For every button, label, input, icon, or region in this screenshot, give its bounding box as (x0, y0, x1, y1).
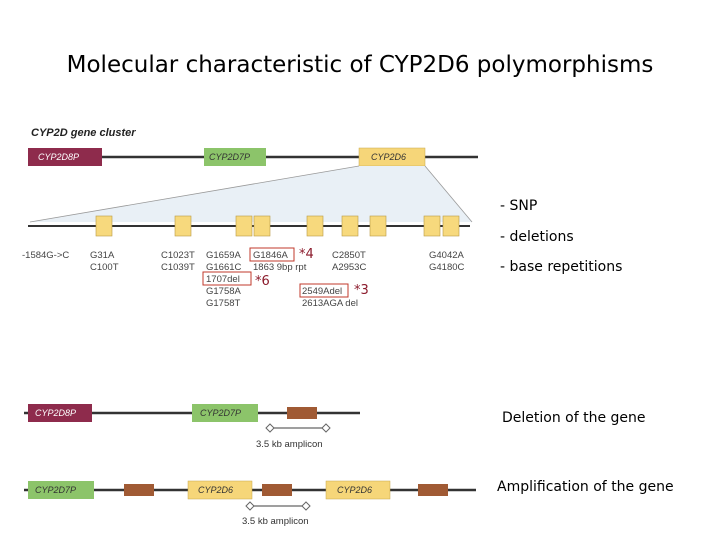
mutation-label: -1584G->C (22, 250, 69, 261)
mutation-label: G1846A (253, 250, 289, 261)
zoom-wedge (30, 166, 472, 222)
segment-amplification-3 (418, 484, 448, 496)
amplicon-marker-right (321, 423, 331, 433)
allele-star6: *6 (255, 274, 270, 289)
legend-snp: - SNP (500, 198, 538, 214)
allele-star4: *4 (299, 247, 314, 262)
highlight-box-star3 (299, 283, 349, 298)
mutation-label: 1707del (206, 274, 240, 285)
exon-3 (235, 215, 253, 237)
mutation-label: A2953C (332, 262, 366, 273)
mutation-label: C1023T (161, 250, 195, 261)
mutation-label: 2613AGA del (302, 298, 358, 309)
amplicon-marker-right (301, 501, 311, 511)
mutation-label: G4042A (429, 250, 465, 261)
mutation-label: C100T (90, 262, 119, 273)
mutation-label: G1659A (206, 250, 242, 261)
mutation-label: G1758A (206, 286, 242, 297)
mutation-label: G1758T (206, 298, 241, 309)
gene-box-cyp2d7p-amplification (28, 481, 94, 499)
gene-label-cyp2d8p: CYP2D8P (38, 152, 79, 162)
segment-amplification-2 (262, 484, 292, 496)
amplicon-marker-left (265, 423, 275, 433)
amplicon-marker-left (245, 501, 255, 511)
exon-4 (253, 215, 271, 237)
mutation-label: C2850T (332, 250, 366, 261)
gene-box-cyp2d7p (204, 148, 266, 166)
gene-label-cyp2d6-amplification-1: CYP2D6 (198, 485, 233, 495)
exon-5 (306, 215, 324, 237)
exon-2 (174, 215, 192, 237)
slide-title: Molecular characteristic of CYP2D6 polym… (66, 52, 654, 78)
amplicon-label-amplification: 3.5 kb amplicon (242, 516, 309, 527)
zoom-line-right (424, 165, 473, 223)
exon-8 (423, 215, 441, 237)
mutation-label: 2549Adel (302, 286, 342, 297)
mutation-label: G1661C (206, 262, 242, 273)
segment-amplification-1 (124, 484, 154, 496)
gene-label-cyp2d7p-deletion: CYP2D7P (200, 408, 241, 418)
gene-box-cyp2d6-amplification-2 (325, 480, 391, 500)
gene-box-cyp2d6-amplification-1 (187, 480, 253, 500)
highlight-box-star4 (249, 247, 295, 262)
mutation-label: G31A (90, 250, 115, 261)
amplicon-label-deletion: 3.5 kb amplicon (256, 439, 323, 450)
legend-base-repetitions: - base repetitions (500, 259, 623, 275)
exon-6 (341, 215, 359, 237)
cluster-label: CYP2D gene cluster (31, 127, 136, 139)
gene-label-cyp2d6: CYP2D6 (371, 152, 406, 162)
mutation-label: 1863 9bp rpt (253, 262, 307, 273)
gene-box-cyp2d7p-deletion (192, 404, 258, 422)
exon-9 (442, 215, 460, 237)
legend-deletions: - deletions (500, 229, 574, 245)
caption-deletion: Deletion of the gene (502, 410, 646, 426)
gene-label-cyp2d7p-amplification: CYP2D7P (35, 485, 76, 495)
highlight-box-star6 (202, 271, 252, 286)
gene-box-cyp2d8p-deletion (28, 404, 92, 422)
exon-1 (95, 215, 113, 237)
exon-7 (369, 215, 387, 237)
gene-label-cyp2d6-amplification-2: CYP2D6 (337, 485, 372, 495)
segment-deletion (287, 407, 317, 419)
gene-label-cyp2d8p-deletion: CYP2D8P (35, 408, 76, 418)
mutation-label: C1039T (161, 262, 195, 273)
zoom-line-left (29, 165, 360, 223)
mutation-label: G4180C (429, 262, 465, 273)
gene-box-cyp2d8p (28, 148, 102, 166)
allele-star3: *3 (354, 283, 369, 298)
gene-label-cyp2d7p: CYP2D7P (209, 152, 250, 162)
caption-amplification: Amplification of the gene (497, 479, 674, 495)
